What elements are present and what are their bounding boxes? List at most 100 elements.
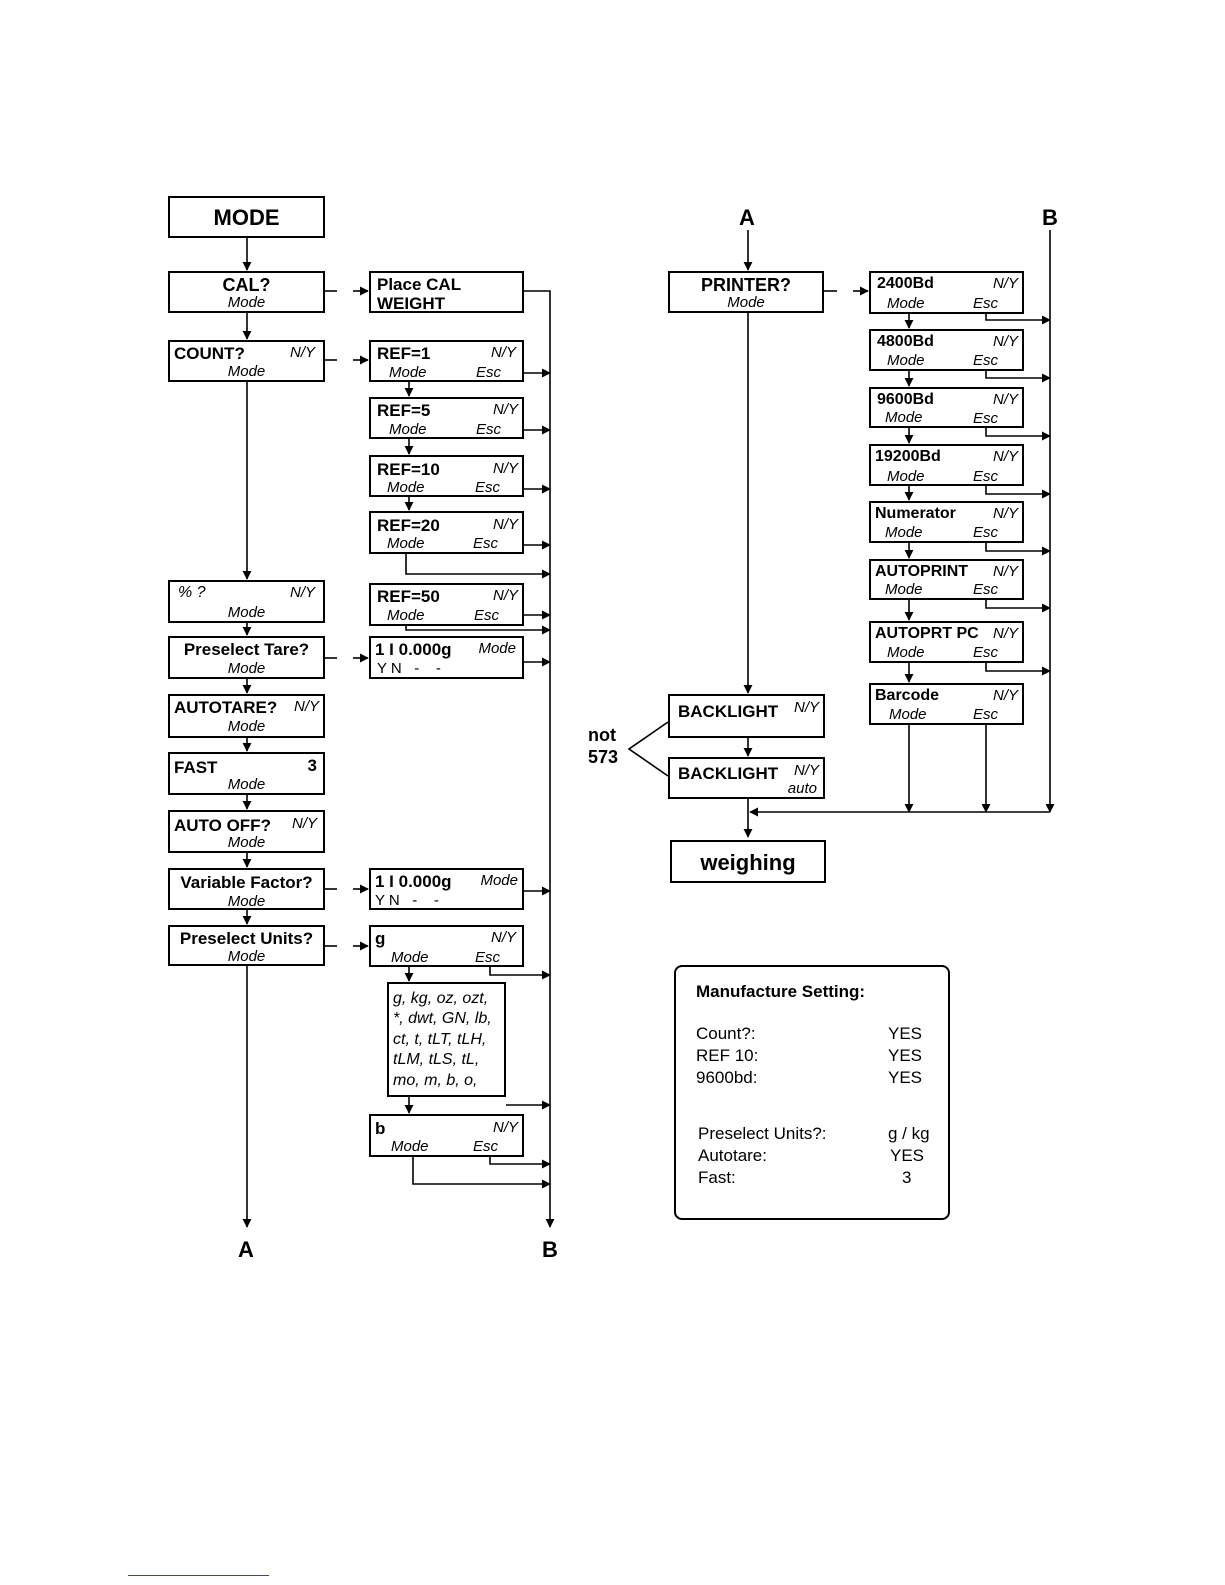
- ref50-title: REF=50: [377, 587, 440, 606]
- mfg-row-2-value: YES: [888, 1046, 923, 1065]
- ref50-esc: Esc: [474, 607, 500, 624]
- baud-19200-ny: N/Y: [992, 448, 1018, 465]
- count-ny: N/Y: [289, 344, 315, 361]
- ref50-mode: Mode: [387, 607, 425, 624]
- autoprt-pc-esc: Esc: [973, 644, 999, 661]
- numerator-mode: Mode: [885, 524, 923, 541]
- ref5-mode: Mode: [389, 421, 427, 438]
- percent-box: % ? N/Y Mode: [168, 580, 325, 623]
- vf-display-line2: Y N - -: [375, 892, 439, 909]
- autoprt-pc-mode: Mode: [887, 644, 925, 661]
- ref5-box: REF=5 N/Y Mode Esc: [369, 397, 524, 439]
- vf-display-line1: 1 I 0.000g: [375, 872, 452, 891]
- baud-2400-ny: N/Y: [992, 275, 1018, 292]
- unit-list-line-5: mo, m, b, o,: [393, 1072, 478, 1089]
- barcode-mode: Mode: [889, 706, 927, 723]
- baud-9600-ny: N/Y: [992, 391, 1018, 408]
- autotare-ny: N/Y: [293, 698, 319, 715]
- count-box: COUNT? N/Y Mode: [168, 340, 325, 382]
- count-mode: Mode: [227, 363, 266, 380]
- preselect-units-title: Preselect Units?: [179, 929, 314, 948]
- numerator-esc: Esc: [973, 524, 999, 541]
- cal-title: CAL?: [222, 275, 271, 295]
- auto-off-mode: Mode: [227, 834, 266, 851]
- vf-display-mode: Mode: [480, 872, 518, 889]
- fast-box: FAST 3 Mode: [168, 752, 325, 795]
- preselect-tare-title: Preselect Tare?: [183, 640, 310, 659]
- not-573-line1: not: [588, 725, 616, 745]
- mfg-row-6-value: 3: [902, 1168, 912, 1187]
- unit-g-mode: Mode: [391, 949, 429, 966]
- variable-factor-title: Variable Factor?: [180, 873, 313, 892]
- unit-list-line-1: g, kg, oz, ozt,: [393, 990, 489, 1007]
- footer-link-underline: [128, 1575, 269, 1576]
- unit-list-line-3: ct, t, tLT, tLH,: [393, 1031, 487, 1048]
- baud-2400-mode: Mode: [887, 295, 925, 312]
- mfg-row-1-label: Count?:: [696, 1024, 756, 1043]
- autoprint-box: AUTOPRINT N/Y Mode Esc: [869, 559, 1024, 600]
- mfg-row-3-label: 9600bd:: [696, 1068, 758, 1087]
- autotare-mode: Mode: [227, 718, 266, 735]
- ref50-ny: N/Y: [492, 587, 518, 604]
- place-cal-line1: Place CAL: [377, 275, 462, 294]
- backlight1-title: BACKLIGHT: [678, 702, 779, 721]
- percent-mode: Mode: [227, 604, 266, 621]
- tare-display-box: 1 I 0.000g Mode Y N - -: [369, 636, 524, 679]
- backlight2-sub: auto: [787, 780, 817, 797]
- place-cal-box: Place CAL WEIGHT: [369, 271, 524, 313]
- cal-mode: Mode: [227, 294, 266, 311]
- preselect-units-box: Preselect Units? Mode: [168, 925, 325, 966]
- ref20-esc: Esc: [473, 535, 499, 552]
- autoprint-mode: Mode: [885, 581, 923, 598]
- mfg-row-2-label: REF 10:: [696, 1046, 759, 1065]
- autoprint-esc: Esc: [973, 581, 999, 598]
- ref50-box: REF=50 N/Y Mode Esc: [369, 583, 524, 626]
- unit-b-ny: N/Y: [492, 1119, 518, 1136]
- autotare-title: AUTOTARE?: [174, 698, 278, 717]
- ref1-mode: Mode: [389, 364, 427, 381]
- ref5-esc: Esc: [476, 421, 502, 438]
- unit-list-line-2: *, dwt, GN, lb,: [393, 1010, 492, 1027]
- autoprint-ny: N/Y: [992, 563, 1018, 580]
- unit-g-ny: N/Y: [490, 929, 516, 946]
- numerator-ny: N/Y: [992, 505, 1018, 522]
- mfg-row-4-value: g / kg: [888, 1124, 930, 1143]
- fast-value: 3: [307, 756, 317, 775]
- tare-display-mode: Mode: [478, 640, 516, 657]
- unit-b-box: b N/Y Mode Esc: [369, 1114, 524, 1157]
- mode-box: MODE: [168, 196, 325, 238]
- ref20-ny: N/Y: [492, 516, 518, 533]
- baud-9600-box: 9600Bd N/Y Mode Esc: [869, 387, 1024, 428]
- weighing-box: weighing: [670, 840, 826, 883]
- baud-9600-title: 9600Bd: [877, 391, 934, 408]
- baud-19200-mode: Mode: [887, 468, 925, 485]
- unit-g-esc: Esc: [475, 949, 501, 966]
- baud-2400-box: 2400Bd N/Y Mode Esc: [869, 271, 1024, 314]
- unit-list-box: g, kg, oz, ozt, *, dwt, GN, lb, ct, t, t…: [387, 982, 506, 1097]
- manufacture-heading: Manufacture Setting:: [696, 982, 866, 1001]
- cal-box: CAL? Mode: [168, 271, 325, 313]
- marker-b-top: B: [1042, 205, 1058, 230]
- marker-a-top: A: [739, 205, 755, 230]
- baud-19200-esc: Esc: [973, 468, 999, 485]
- auto-off-box: AUTO OFF? N/Y Mode: [168, 810, 325, 853]
- mfg-row-5-value: YES: [890, 1146, 925, 1165]
- ref10-mode: Mode: [387, 479, 425, 496]
- unit-b-mode: Mode: [391, 1138, 429, 1155]
- ref1-title: REF=1: [377, 344, 431, 363]
- printer-title: PRINTER?: [701, 275, 791, 295]
- fast-title: FAST: [174, 758, 218, 777]
- backlight2-title: BACKLIGHT: [678, 764, 779, 783]
- not-573-line2: 573: [588, 747, 619, 767]
- ref20-title: REF=20: [377, 516, 440, 535]
- ref10-box: REF=10 N/Y Mode Esc: [369, 455, 524, 497]
- numerator-box: Numerator N/Y Mode Esc: [869, 501, 1024, 543]
- marker-a-bottom: A: [238, 1237, 254, 1262]
- mode-title: MODE: [213, 205, 280, 230]
- vf-display-box: 1 I 0.000g Mode Y N - -: [369, 868, 524, 910]
- printer-mode: Mode: [727, 294, 765, 311]
- baud-19200-box: 19200Bd N/Y Mode Esc: [869, 444, 1024, 486]
- not-573-label: not 573: [588, 724, 618, 768]
- ref10-ny: N/Y: [492, 460, 518, 477]
- baud-4800-title: 4800Bd: [877, 333, 934, 350]
